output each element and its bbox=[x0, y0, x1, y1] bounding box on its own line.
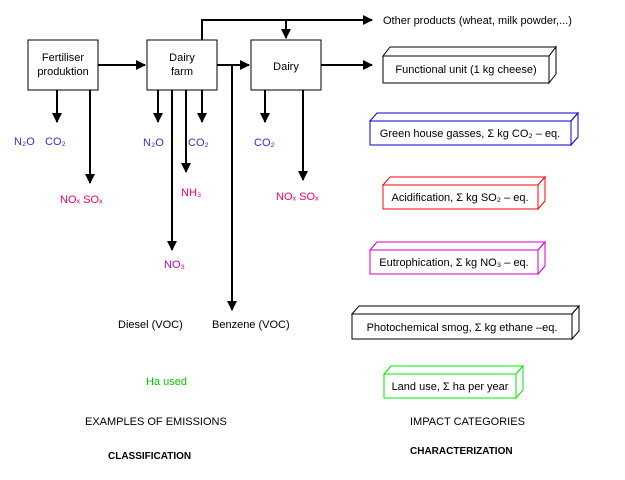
characterization-label: CHARACTERIZATION bbox=[410, 446, 513, 457]
dairy-farm-box: Dairy farm bbox=[146, 39, 218, 91]
classification-label: CLASSIFICATION bbox=[108, 451, 191, 462]
land-use-label: Land use, Σ ha per year bbox=[392, 381, 509, 393]
eutrophication-label: Eutrophication, Σ kg NO₃ – eq. bbox=[379, 257, 528, 269]
dairy-co2-label: CO₂ bbox=[254, 137, 275, 149]
dairy-label: Dairy bbox=[273, 61, 299, 73]
land-use-box: Land use, Σ ha per year bbox=[382, 364, 525, 400]
farm-n2o-label: N₂O bbox=[143, 137, 164, 149]
dairy-farm-label-2: farm bbox=[171, 66, 193, 78]
benzene-label: Benzene (VOC) bbox=[212, 319, 290, 331]
eutrophication-box: Eutrophication, Σ kg NO₃ – eq. bbox=[368, 240, 547, 276]
fertiliser-box: Fertiliser produktion bbox=[27, 39, 99, 91]
ghg-box: Green house gasses, Σ kg CO₂ – eq. bbox=[368, 111, 580, 147]
functional-unit-label: Functional unit (1 kg cheese) bbox=[395, 64, 536, 76]
fert-co2-label: CO₂ bbox=[45, 136, 66, 148]
fert-noxsox-label: NOₓ SOₓ bbox=[60, 194, 103, 206]
ghg-label: Green house gasses, Σ kg CO₂ – eq. bbox=[380, 128, 560, 140]
farm-co2-label: CO₂ bbox=[188, 137, 209, 149]
functional-unit-box: Functional unit (1 kg cheese) bbox=[381, 45, 558, 85]
impact-categories-label: IMPACT CATEGORIES bbox=[410, 416, 525, 428]
examples-label: EXAMPLES OF EMISSIONS bbox=[85, 416, 227, 428]
acidification-box: Acidification, Σ kg SO₂ – eq. bbox=[381, 175, 547, 211]
dairy-box: Dairy bbox=[250, 39, 322, 91]
farm-nh3-label: NH₃ bbox=[181, 187, 201, 199]
other-products-label: Other products (wheat, milk powder,...) bbox=[383, 15, 572, 27]
fert-n2o-label: N₂O bbox=[14, 136, 35, 148]
fertiliser-label-1: Fertiliser bbox=[42, 52, 85, 64]
smog-box: Photochemical smog, Σ kg ethane –eq. bbox=[350, 304, 581, 341]
diesel-label: Diesel (VOC) bbox=[118, 319, 183, 331]
arrow-other-products bbox=[201, 15, 373, 40]
dairy-noxsox-label: NOₓ SOₓ bbox=[276, 191, 319, 203]
dairy-farm-label-1: Dairy bbox=[169, 52, 195, 64]
ha-used-label: Ha used bbox=[146, 376, 187, 388]
smog-label: Photochemical smog, Σ kg ethane –eq. bbox=[367, 322, 558, 334]
farm-no3-label: NO₃ bbox=[164, 259, 185, 271]
fertiliser-label-2: produktion bbox=[37, 66, 88, 78]
acidification-label: Acidification, Σ kg SO₂ – eq. bbox=[391, 192, 528, 204]
